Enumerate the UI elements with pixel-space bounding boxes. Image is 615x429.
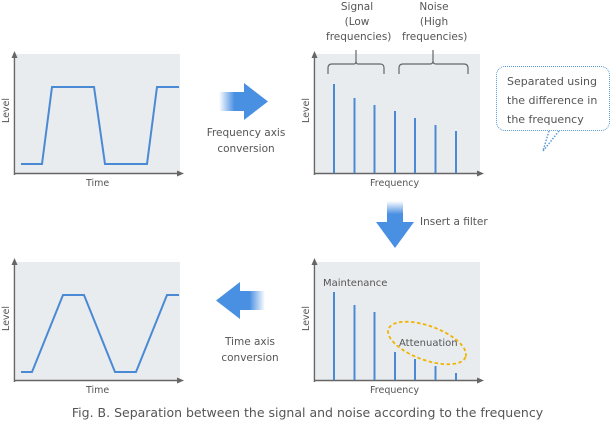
noise-label-line: frequencies) [402, 31, 468, 43]
frequency-spectrum-chart [311, 50, 484, 177]
speech-bubble: Separated using the difference in the fr… [496, 66, 610, 131]
attenuation-label: Attenuation [399, 338, 458, 349]
caption-line: Frequency axis [206, 127, 286, 139]
time-conversion-label: Time axis conversion [210, 334, 290, 366]
filtered-bars [333, 292, 457, 380]
time-domain-original-chart [11, 51, 184, 177]
y-axis-label: Level [301, 305, 313, 332]
filtered-spectrum-chart [311, 258, 484, 384]
noise-brace [398, 50, 469, 74]
bubble-line: the frequency [507, 113, 584, 126]
frequency-conversion-label: Frequency axis conversion [196, 125, 296, 157]
noise-label-line: (High [419, 16, 449, 28]
caption-line: conversion [217, 143, 275, 155]
bubble-line: Separated using [507, 75, 598, 88]
signal-brace [327, 50, 385, 74]
signal-label-line: frequencies) [326, 31, 392, 43]
x-axis-label: Time [86, 178, 110, 189]
insert-filter-label: Insert a filter [420, 216, 488, 228]
caption-line: conversion [221, 352, 279, 364]
bubble-tail [542, 130, 560, 152]
arrow-left-icon [216, 282, 265, 319]
maintenance-label: Maintenance [323, 278, 388, 289]
y-axis-label: Level [301, 97, 313, 124]
y-axis-label: Level [1, 97, 13, 124]
noise-label-line: Noise [419, 1, 449, 13]
x-axis-label: Frequency [370, 385, 420, 396]
figure-caption: Fig. B. Separation between the signal an… [71, 405, 544, 420]
bubble-line: the difference in [507, 94, 598, 107]
spectrum-bars [333, 84, 457, 173]
signal-label: Signal (Low frequencies) [326, 0, 392, 45]
caption-line: Time axis [224, 336, 276, 348]
x-axis-label: Frequency [370, 178, 420, 189]
x-axis-label: Time [86, 385, 110, 396]
arrow-down-icon [376, 201, 414, 248]
signal-label-line: (Low [344, 16, 370, 28]
attenuation-ellipse [387, 320, 467, 366]
signal-label-line: Signal [340, 1, 374, 13]
y-axis-label: Level [1, 305, 13, 332]
arrow-right-icon [219, 83, 268, 120]
time-domain-filtered-chart [11, 258, 184, 384]
noise-label: Noise (High frequencies) [402, 0, 468, 45]
